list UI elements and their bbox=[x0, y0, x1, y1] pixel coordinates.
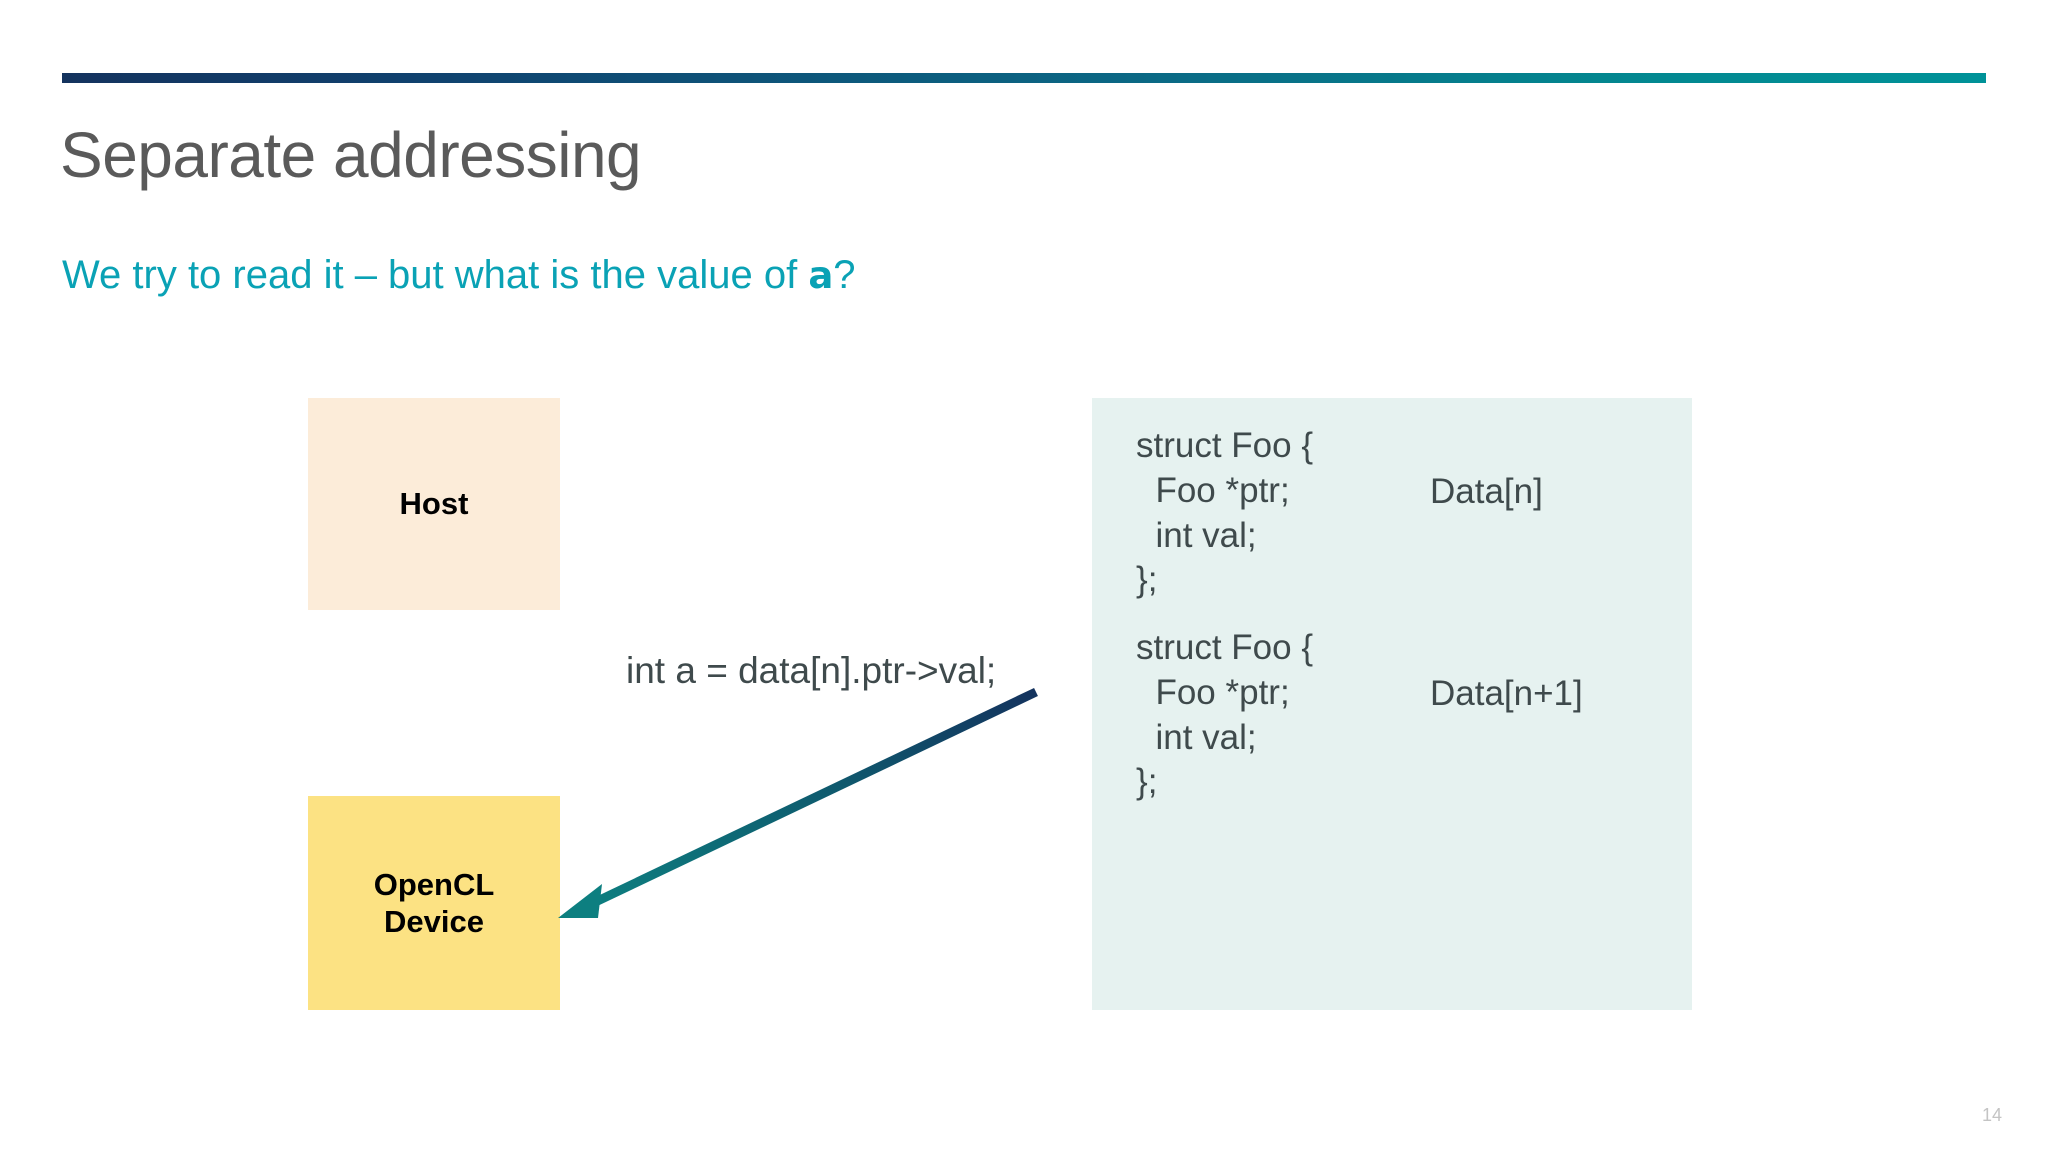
struct-panel: struct Foo { Foo *ptr; int val; }; Data[… bbox=[1092, 398, 1692, 1010]
page-title: Separate addressing bbox=[60, 119, 642, 191]
flow-arrow bbox=[558, 687, 1038, 918]
subtitle-variable-a: a bbox=[808, 254, 834, 297]
host-box-label: Host bbox=[399, 486, 469, 522]
opencl-device-box[interactable]: OpenCL Device bbox=[308, 796, 560, 1010]
device-box-label-line1: OpenCL bbox=[373, 866, 495, 902]
slide-subtitle: We try to read it – but what is the valu… bbox=[62, 253, 856, 298]
struct-group: struct Foo { Foo *ptr; int val; }; Data[… bbox=[1136, 626, 1583, 805]
top-accent-bar bbox=[62, 73, 1986, 83]
expression-label: int a = data[n].ptr->val; bbox=[626, 650, 997, 691]
subtitle-text-after: ? bbox=[833, 253, 856, 297]
struct-code-block: struct Foo { Foo *ptr; int val; }; bbox=[1136, 628, 1314, 802]
page-number: 14 bbox=[1981, 1105, 2002, 1125]
device-box-label-line2: Device bbox=[384, 904, 484, 939]
subtitle-text-before: We try to read it – but what is the valu… bbox=[62, 253, 809, 297]
struct-code-block: struct Foo { Foo *ptr; int val; }; bbox=[1136, 426, 1314, 600]
struct-group: struct Foo { Foo *ptr; int val; }; Data[… bbox=[1136, 424, 1543, 603]
host-box[interactable]: Host bbox=[308, 398, 560, 610]
struct-data-tag: Data[n] bbox=[1430, 472, 1543, 511]
struct-data-tag: Data[n+1] bbox=[1430, 674, 1583, 713]
device-box-label: OpenCL Device bbox=[374, 866, 495, 940]
